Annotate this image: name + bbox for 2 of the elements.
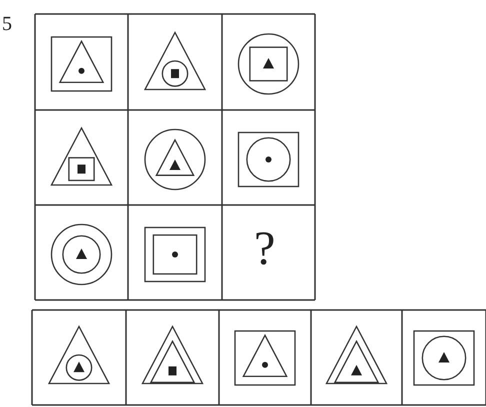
question-number: 5 [2, 14, 12, 34]
question-mark: ? [254, 225, 276, 273]
